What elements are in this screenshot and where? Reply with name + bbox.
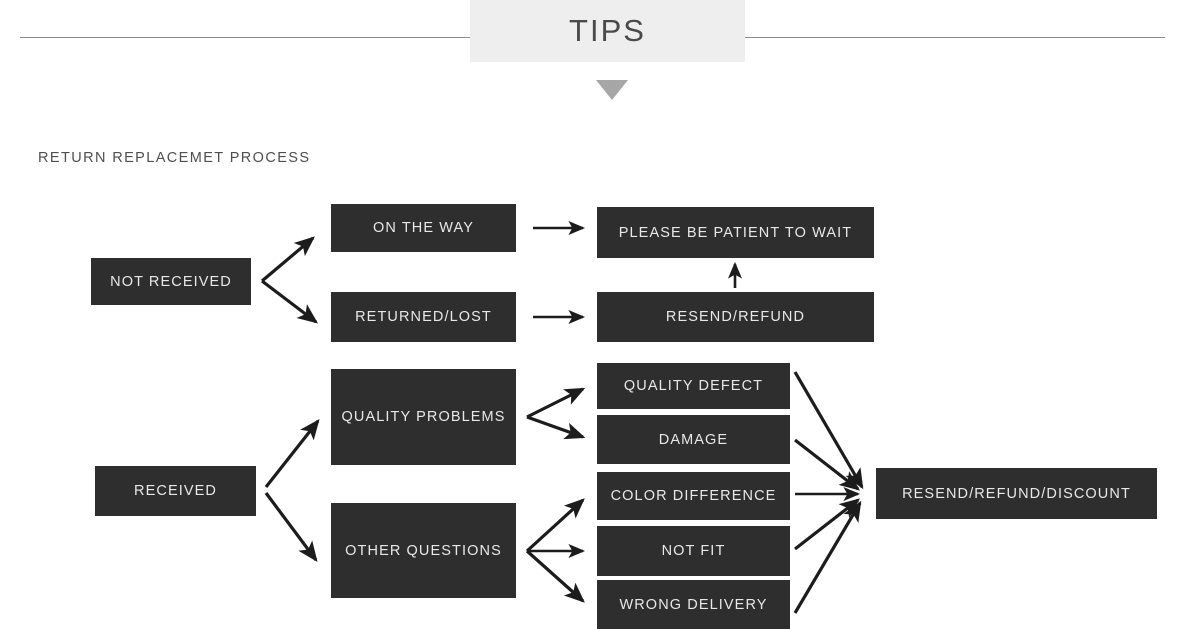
section-heading: RETURN REPLACEMET PROCESS xyxy=(38,150,311,166)
edge-received-to-other-questions xyxy=(264,492,318,563)
flow-node-please-wait[interactable]: PLEASE BE PATIENT TO WAIT xyxy=(597,207,874,258)
flow-node-not-received[interactable]: NOT RECEIVED xyxy=(91,258,251,305)
flow-node-resend-refund-discount[interactable]: RESEND/REFUND/DISCOUNT xyxy=(876,468,1157,519)
triangle-down-icon xyxy=(596,80,628,100)
edge-damage-to-discount xyxy=(794,438,861,491)
flow-node-on-the-way[interactable]: ON THE WAY xyxy=(331,204,516,252)
tips-plate xyxy=(470,0,745,62)
edge-not-fit-to-discount xyxy=(794,498,861,551)
flow-node-not-fit[interactable]: NOT FIT xyxy=(597,526,790,576)
edge-received-to-quality-problems xyxy=(264,418,320,488)
edge-quality-defect-to-discount xyxy=(793,371,864,490)
flow-node-wrong-delivery[interactable]: WRONG DELIVERY xyxy=(597,580,790,629)
flow-node-quality-defect[interactable]: QUALITY DEFECT xyxy=(597,363,790,409)
edge-quality-problems-to-quality-defect xyxy=(526,387,586,419)
edge-other-questions-to-wrong-delivery xyxy=(525,549,585,603)
flow-node-color-difference[interactable]: COLOR DIFFERENCE xyxy=(597,472,790,520)
flow-node-resend-refund[interactable]: RESEND/REFUND xyxy=(597,292,874,342)
header-banner: TIPS xyxy=(0,0,1183,110)
flow-node-returned-lost[interactable]: RETURNED/LOST xyxy=(331,292,516,342)
flow-node-other-questions[interactable]: OTHER QUESTIONS xyxy=(331,503,516,598)
flow-node-received[interactable]: RECEIVED xyxy=(95,466,256,516)
edge-wrong-delivery-to-discount xyxy=(793,500,862,614)
edge-not-received-to-returned-lost xyxy=(261,279,319,324)
flow-node-quality-problems[interactable]: QUALITY PROBLEMS xyxy=(331,369,516,465)
page-title: TIPS xyxy=(569,13,646,48)
edge-not-received-to-on-the-way xyxy=(260,236,315,283)
flow-node-damage[interactable]: DAMAGE xyxy=(597,415,790,464)
edge-other-questions-to-color-difference xyxy=(525,498,585,553)
edge-quality-problems-to-damage xyxy=(526,415,586,440)
